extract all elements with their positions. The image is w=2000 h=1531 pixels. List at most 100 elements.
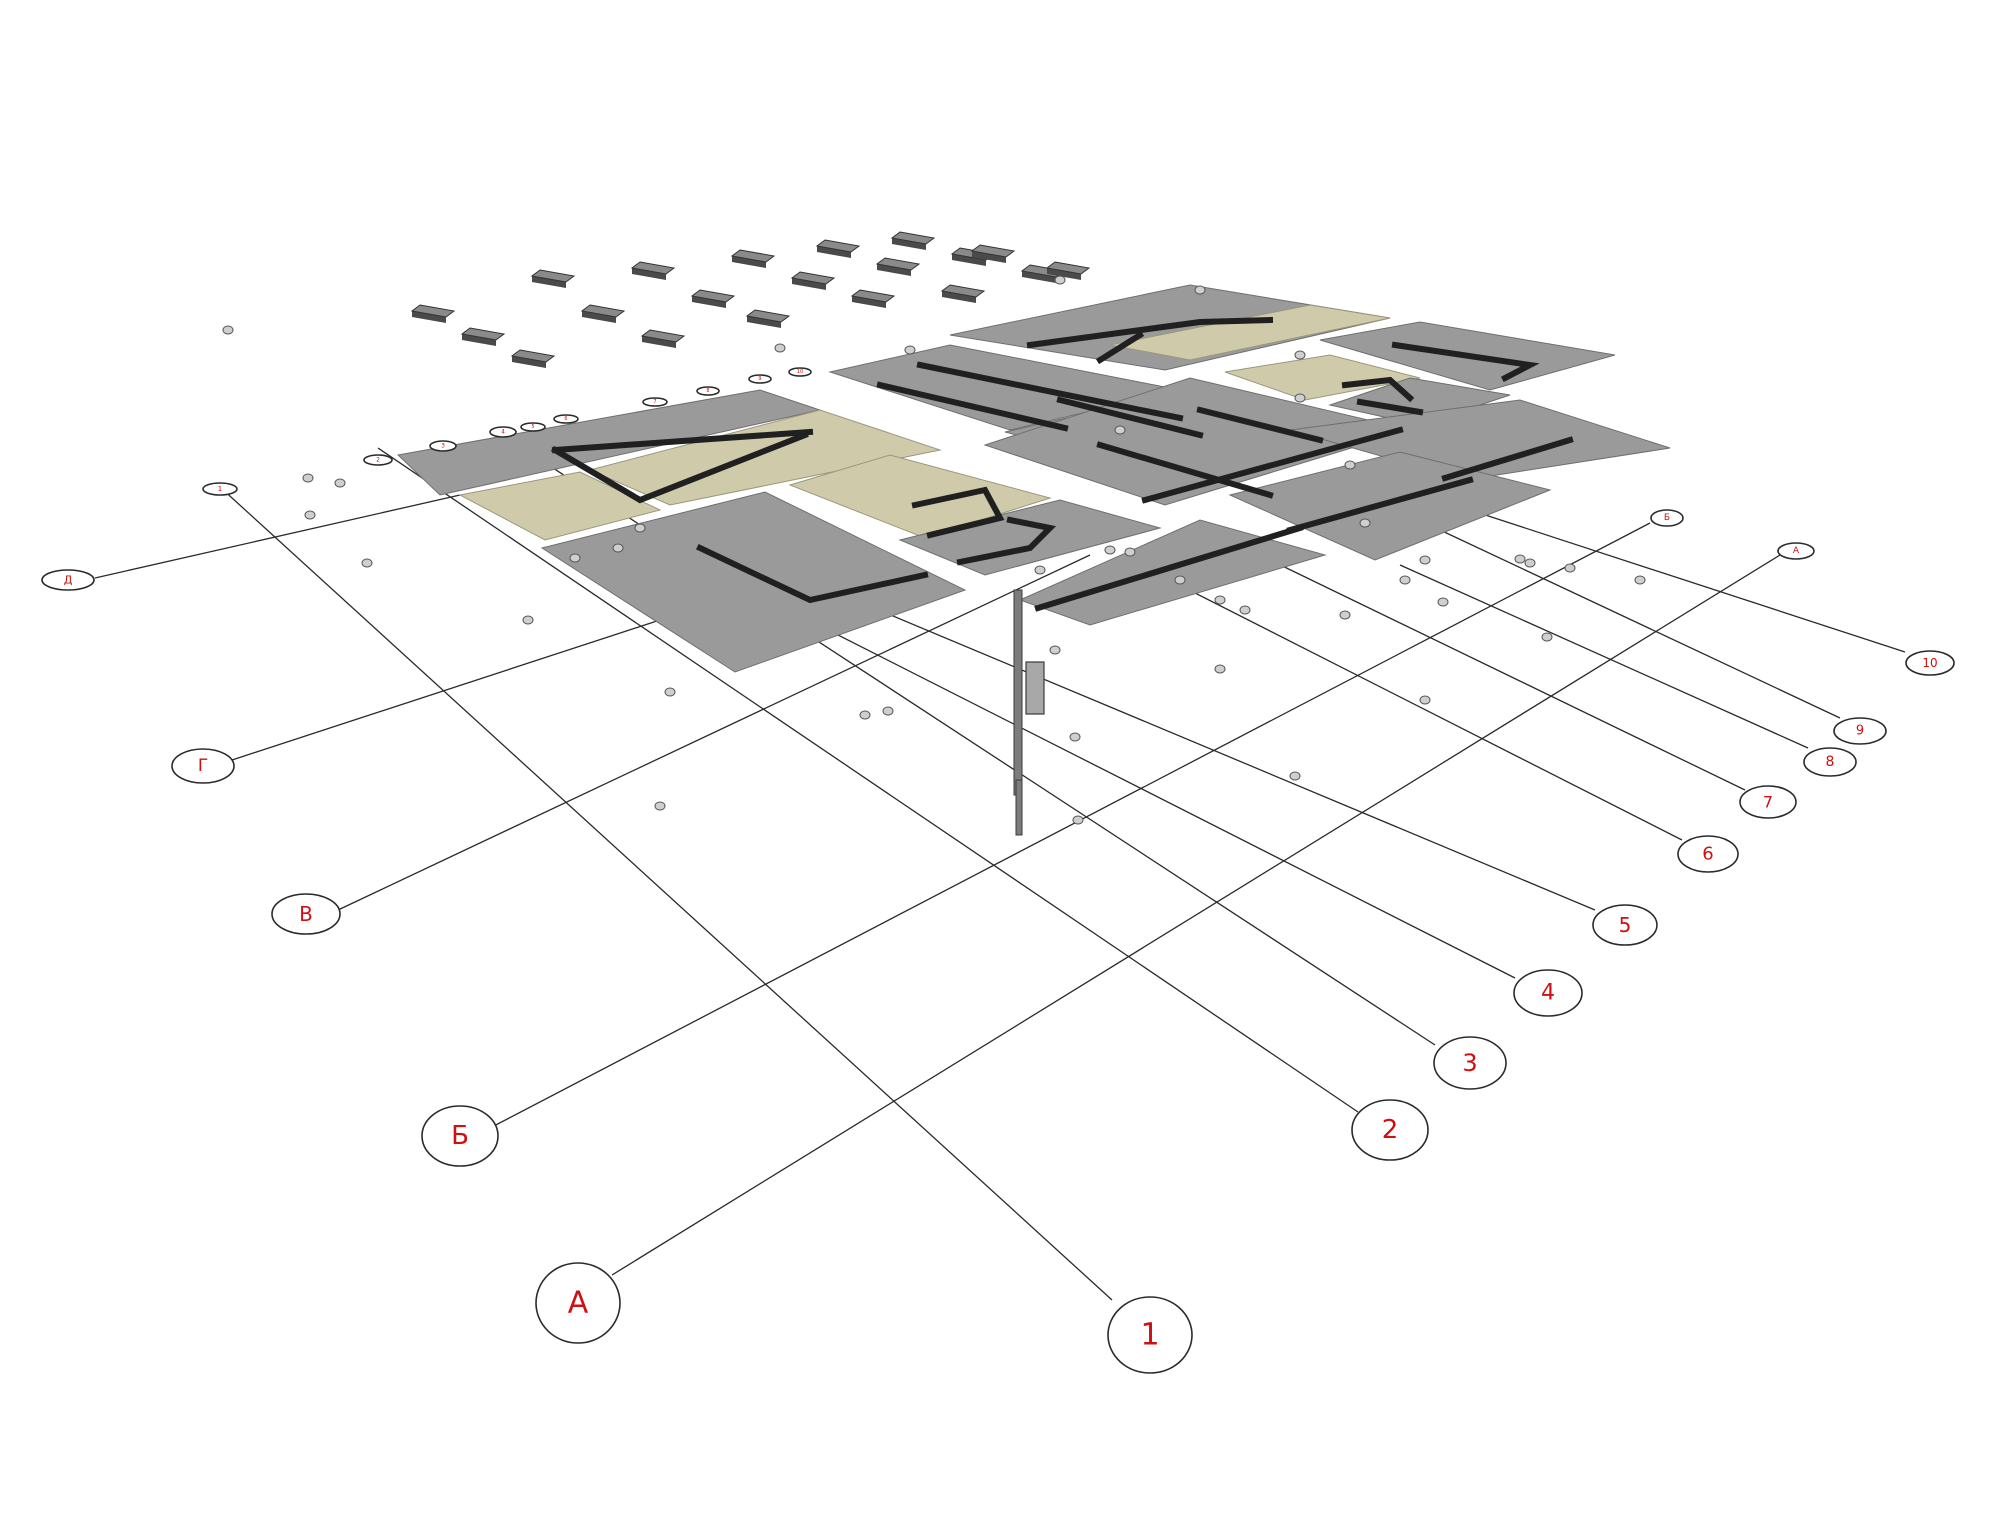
bubble-label: 7 bbox=[1763, 793, 1773, 812]
wall-segment bbox=[916, 361, 1184, 422]
bubble-far-5: 5 bbox=[520, 422, 546, 432]
bubble-label: 9 bbox=[1856, 724, 1864, 739]
bubble-G: Г bbox=[171, 748, 235, 784]
bubble-B: Б bbox=[421, 1105, 499, 1167]
floating-beam bbox=[745, 309, 791, 328]
floating-beam bbox=[850, 289, 896, 308]
bubble-label: Б bbox=[1664, 513, 1670, 523]
bubble-far-1: 1 bbox=[202, 482, 238, 496]
anchor-bolt bbox=[1072, 815, 1084, 825]
floor-center bbox=[788, 454, 1052, 539]
wall-segment bbox=[1026, 316, 1274, 349]
anchor-bolt bbox=[1541, 632, 1553, 642]
anchor-bolt bbox=[1049, 645, 1061, 655]
bubble-label: 4 bbox=[501, 429, 505, 436]
bubble-7: 7 bbox=[1739, 785, 1797, 819]
axis-line-D bbox=[94, 494, 461, 579]
bubble-label: 8 bbox=[706, 388, 709, 394]
beam-array bbox=[410, 231, 1091, 368]
wall-segment bbox=[1095, 330, 1145, 365]
anchor-bolt bbox=[1419, 555, 1431, 565]
anchor-bolt bbox=[1054, 275, 1066, 285]
grid-lines bbox=[94, 431, 1906, 1301]
anchor-bolt bbox=[612, 543, 624, 553]
anchor-bolt bbox=[1214, 595, 1226, 605]
anchor-bolt bbox=[654, 801, 666, 811]
anchor-bolt bbox=[1514, 554, 1526, 564]
axis-line-9 bbox=[1439, 529, 1841, 719]
anchor-bolt bbox=[1399, 575, 1411, 585]
wall-segment bbox=[1441, 436, 1574, 482]
anchor-bolt bbox=[882, 706, 894, 716]
wall-group bbox=[550, 316, 1574, 612]
anchor-bolt bbox=[1124, 547, 1136, 557]
floating-beam bbox=[690, 289, 736, 308]
bubble-far-A: А bbox=[1777, 542, 1815, 560]
bubble-label: 1 bbox=[1140, 1318, 1159, 1353]
floating-beam bbox=[630, 261, 676, 280]
anchor-bolt bbox=[1344, 460, 1356, 470]
wall-segment bbox=[1096, 441, 1274, 499]
anchor-bolt bbox=[1359, 518, 1371, 528]
anchor-bolt bbox=[361, 558, 373, 568]
bubble-6: 6 bbox=[1677, 835, 1739, 873]
wall-segment bbox=[1391, 341, 1540, 383]
bubble-5: 5 bbox=[1592, 904, 1658, 946]
bubble-label: 5 bbox=[1619, 913, 1632, 937]
bubble-9: 9 bbox=[1833, 717, 1887, 745]
bubble-label: Б bbox=[451, 1121, 469, 1151]
floating-beam bbox=[790, 271, 836, 290]
bubble-label: 4 bbox=[1541, 981, 1555, 1006]
bubble-label: В bbox=[299, 902, 313, 926]
axis-line-G bbox=[231, 619, 661, 761]
wall-segment bbox=[1196, 406, 1324, 444]
bubble-label: А bbox=[1793, 546, 1800, 556]
anchor-bolt bbox=[904, 345, 916, 355]
anchor-bolt bbox=[1634, 575, 1646, 585]
floating-beam bbox=[1045, 261, 1091, 280]
bubble-label: 5 bbox=[531, 424, 534, 430]
bubble-far-9: 9 bbox=[748, 374, 772, 384]
floating-beam bbox=[890, 231, 936, 250]
anchor-bolt bbox=[1419, 695, 1431, 705]
bubble-8: 8 bbox=[1803, 747, 1857, 777]
bubble-label: 2 bbox=[376, 457, 380, 464]
axis-line-6 bbox=[1129, 559, 1683, 841]
bubble-far-10: 10 bbox=[788, 367, 812, 377]
anchor-bolt bbox=[1174, 575, 1186, 585]
bubble-far-2: 2 bbox=[363, 454, 393, 466]
bubble-3: 3 bbox=[1433, 1036, 1507, 1090]
bubble-4: 4 bbox=[1513, 969, 1583, 1017]
bubble-label: 3 bbox=[441, 443, 445, 450]
anchor-bolt bbox=[1564, 563, 1576, 573]
anchor-bolt bbox=[1294, 393, 1306, 403]
wall-segment bbox=[1141, 426, 1404, 504]
bubble-label: 1 bbox=[218, 485, 222, 493]
bubble-label: 10 bbox=[1922, 656, 1937, 670]
wall-segment bbox=[1056, 396, 1204, 439]
axis-line-B bbox=[489, 522, 1651, 1129]
column-base bbox=[1015, 779, 1023, 836]
bubble-label: 2 bbox=[1382, 1115, 1399, 1145]
bubble-V: В bbox=[271, 893, 341, 935]
anchor-bolt bbox=[1239, 605, 1251, 615]
bubble-label: 7 bbox=[653, 399, 656, 405]
anchor-bolt bbox=[1114, 425, 1126, 435]
floating-beam bbox=[815, 239, 861, 258]
axis-line-5 bbox=[849, 597, 1596, 911]
axis-line-8 bbox=[1399, 564, 1809, 749]
bubble-label: 6 bbox=[564, 416, 567, 422]
bubble-far-6: 6 bbox=[553, 414, 579, 424]
bubble-far-B: Б bbox=[1650, 509, 1684, 527]
wall-segment bbox=[551, 428, 814, 454]
anchor-bolt bbox=[1524, 558, 1536, 568]
anchor-bolt bbox=[569, 553, 581, 563]
axis-line-7 bbox=[1269, 559, 1746, 791]
wall-segment bbox=[550, 431, 809, 504]
wall-segment bbox=[1286, 476, 1474, 534]
wall-segment bbox=[696, 544, 929, 604]
anchor-bolt bbox=[1294, 350, 1306, 360]
bubble-label: 9 bbox=[758, 376, 761, 382]
column-group bbox=[1013, 589, 1045, 836]
